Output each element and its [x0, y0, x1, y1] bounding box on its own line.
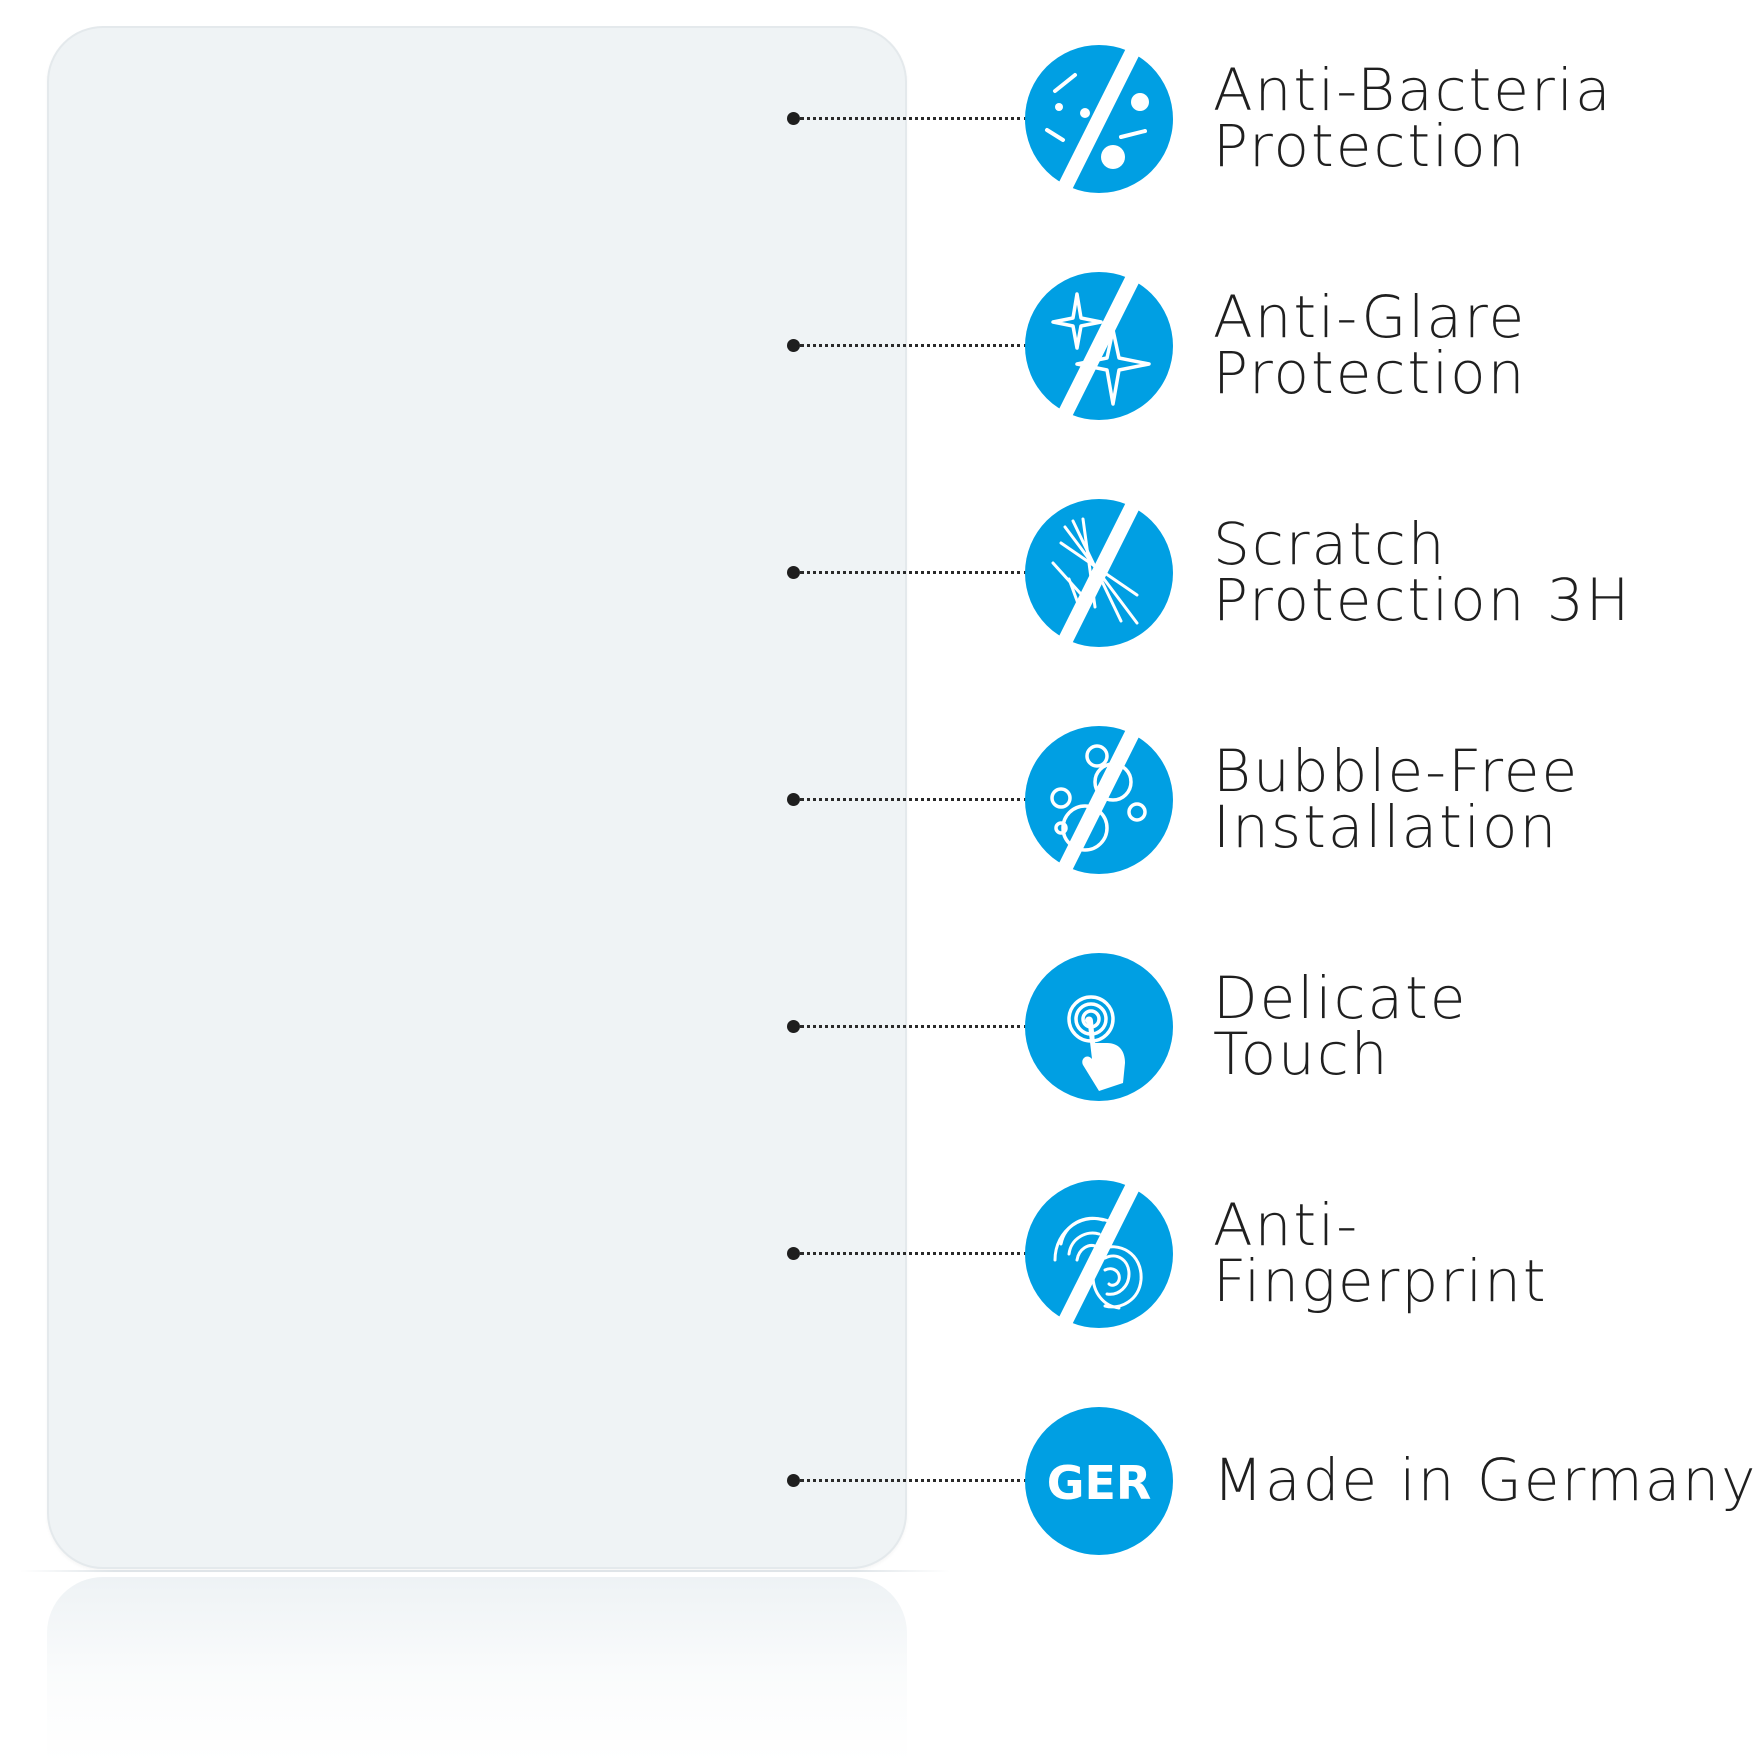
anti-glare-icon — [1025, 272, 1173, 420]
feature-bubble-free: Bubble-Free Installation — [0, 721, 1763, 881]
feature-anti-bacteria: Anti-Bacteria Protection — [0, 40, 1763, 200]
feature-label: Made in Germany — [1213, 1446, 1758, 1514]
scratch-icon — [1025, 499, 1173, 647]
feature-label: Delicate Touch — [1213, 964, 1468, 1088]
floor-line — [20, 1570, 950, 1572]
feature-label: Anti- Fingerprint — [1213, 1191, 1548, 1315]
feature-label-line2: Protection — [1213, 339, 1527, 407]
feature-label-line1: Anti- — [1213, 1191, 1360, 1259]
feature-label: Anti-Glare Protection — [1213, 283, 1527, 407]
leader-line — [800, 1252, 1028, 1255]
feature-label-line1: Scratch — [1213, 510, 1447, 578]
bubble-free-icon — [1025, 726, 1173, 874]
feature-scratch: Scratch Protection 3H — [0, 494, 1763, 654]
feature-label: Bubble-Free Installation — [1213, 737, 1580, 861]
feature-label: Scratch Protection 3H — [1213, 510, 1632, 634]
screen-protector-panel — [47, 26, 907, 1569]
feature-label-line2: Fingerprint — [1213, 1247, 1548, 1315]
feature-label-line1: Delicate — [1213, 964, 1468, 1032]
leader-dot — [787, 793, 800, 806]
germany-badge-text: GER — [1047, 1456, 1152, 1510]
leader-dot — [787, 112, 800, 125]
feature-label-line1: Anti-Bacteria — [1213, 56, 1613, 124]
feature-label-line2: Touch — [1213, 1020, 1390, 1088]
feature-label-line1: Anti-Glare — [1213, 283, 1527, 351]
feature-anti-fingerprint: Anti- Fingerprint — [0, 1175, 1763, 1335]
feature-label-line2: Protection 3H — [1213, 566, 1632, 634]
leader-line — [800, 571, 1028, 574]
leader-line — [800, 1479, 1028, 1482]
anti-bacteria-icon — [1025, 45, 1173, 193]
leader-dot — [787, 1247, 800, 1260]
feature-label-line2: Protection — [1213, 112, 1527, 180]
feature-delicate-touch: Delicate Touch — [0, 948, 1763, 1108]
panel-reflection — [47, 1577, 907, 1763]
feature-label-line1: Made in Germany — [1213, 1446, 1758, 1514]
leader-line — [800, 798, 1028, 801]
feature-label-line1: Bubble-Free — [1213, 737, 1580, 805]
germany-badge: GER — [1025, 1407, 1173, 1555]
leader-dot — [787, 1020, 800, 1033]
leader-line — [800, 1025, 1028, 1028]
fingerprint-icon — [1025, 1180, 1173, 1328]
feature-anti-glare: Anti-Glare Protection — [0, 267, 1763, 427]
feature-made-in-germany: GER Made in Germany — [0, 1402, 1763, 1562]
feature-label: Anti-Bacteria Protection — [1213, 56, 1613, 180]
leader-dot — [787, 566, 800, 579]
feature-label-line2: Installation — [1213, 793, 1559, 861]
leader-line — [800, 344, 1028, 347]
leader-dot — [787, 339, 800, 352]
leader-dot — [787, 1474, 800, 1487]
leader-line — [800, 117, 1028, 120]
touch-icon — [1025, 953, 1173, 1101]
